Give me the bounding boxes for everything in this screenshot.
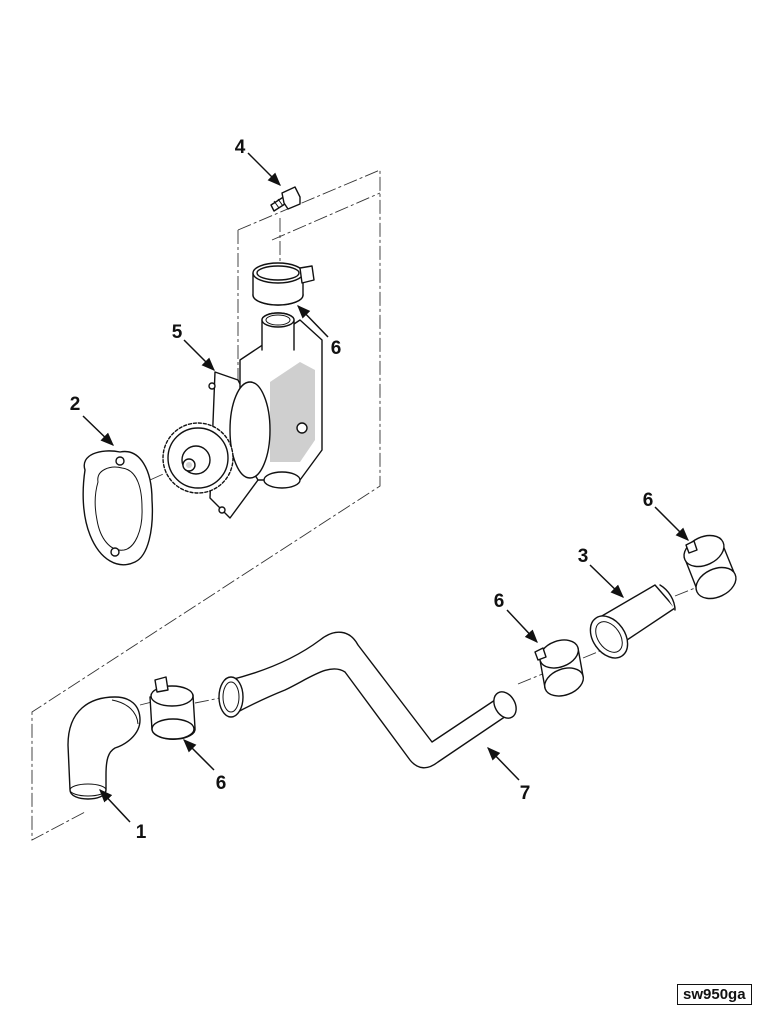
callout-6-top: 6 <box>331 338 342 359</box>
capscrew <box>270 186 301 212</box>
callout-6-right: 6 <box>643 490 654 511</box>
hose-clamp-right <box>683 534 737 600</box>
leader-lines <box>82 152 689 823</box>
hose-clamp-top <box>252 262 315 306</box>
callout-1: 1 <box>136 822 147 843</box>
callout-3: 3 <box>578 546 589 567</box>
callout-6-middle: 6 <box>494 591 505 612</box>
straight-hose <box>589 584 676 659</box>
callout-labels: 1 2 3 4 5 6 6 6 6 7 <box>70 137 654 843</box>
gasket <box>82 450 154 566</box>
elbow-hose <box>67 696 141 800</box>
water-pump <box>162 312 323 519</box>
callout-6-left: 6 <box>216 773 227 794</box>
hose-clamp-middle <box>534 639 585 697</box>
callout-5: 5 <box>172 322 183 343</box>
callout-7: 7 <box>520 783 531 804</box>
callout-2: 2 <box>70 394 81 415</box>
figure-id-label: sw950ga <box>677 984 752 1005</box>
hose-clamp-left <box>149 676 196 740</box>
callout-4: 4 <box>235 137 246 158</box>
water-tube <box>218 631 517 769</box>
